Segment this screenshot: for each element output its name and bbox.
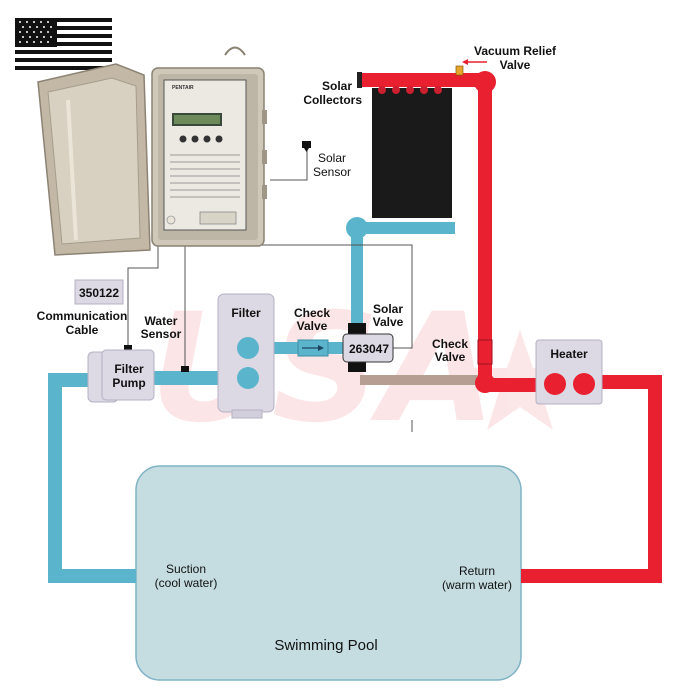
controller-brand: PENTAIR: [172, 85, 194, 91]
svg-text:Filter: Filter: [231, 306, 261, 320]
suction-pipe: [48, 373, 136, 583]
svg-text:Sensor: Sensor: [141, 327, 182, 341]
solar-sensor: Solar Sensor: [270, 141, 351, 181]
us-flag-icon: [15, 18, 112, 70]
solar-controller-enclosure-icon: PENTAIR: [37, 46, 267, 256]
pool-label: Swimming Pool: [274, 637, 377, 654]
svg-text:Sensor: Sensor: [313, 165, 351, 179]
svg-text:Filter: Filter: [114, 362, 144, 376]
svg-text:USA: USA: [150, 282, 496, 456]
solar-valve: 263047 Solar Valve: [342, 302, 404, 372]
check-valve-right: Check Valve: [432, 337, 493, 365]
svg-text:Valve: Valve: [435, 350, 466, 364]
check-valve-left: Check Valve: [294, 306, 330, 357]
svg-text:Check: Check: [432, 337, 468, 351]
svg-text:Valve: Valve: [373, 315, 404, 329]
svg-text:Solar: Solar: [373, 302, 403, 316]
svg-text:(warm water): (warm water): [442, 578, 512, 592]
return-label: Return (warm water): [442, 564, 512, 592]
svg-text:(cool water): (cool water): [155, 576, 218, 590]
part-number-350122: 350122: [74, 279, 124, 305]
solar-collectors: [372, 86, 452, 222]
svg-text:263047: 263047: [349, 342, 389, 356]
solar-collectors-label: Solar Collectors: [303, 79, 362, 107]
svg-text:Heater: Heater: [550, 347, 588, 361]
filter-pump: Filter Pump: [87, 349, 155, 403]
svg-text:Check: Check: [294, 306, 330, 320]
svg-text:Water: Water: [145, 314, 178, 328]
svg-text:Vacuum Relief: Vacuum Relief: [474, 44, 557, 58]
svg-text:Cable: Cable: [66, 323, 99, 337]
svg-text:Valve: Valve: [500, 58, 531, 72]
svg-text:Communication: Communication: [37, 309, 128, 323]
svg-text:350122: 350122: [79, 286, 119, 300]
svg-text:Solar: Solar: [318, 151, 346, 165]
svg-text:Return: Return: [459, 564, 495, 578]
filter-tank: Filter: [217, 293, 275, 419]
svg-text:Valve: Valve: [297, 319, 328, 333]
hot-pipes: [358, 73, 662, 583]
svg-text:Pump: Pump: [112, 376, 145, 390]
water-sensor-label: Water Sensor: [141, 314, 182, 341]
vacuum-relief-valve-label: Vacuum Relief Valve: [474, 44, 557, 72]
suction-label: Suction (cool water): [155, 562, 218, 590]
svg-text:Collectors: Collectors: [303, 93, 362, 107]
svg-text:Solar: Solar: [322, 79, 352, 93]
vacuum-relief-valve-icon: [455, 59, 487, 76]
svg-text:Suction: Suction: [166, 562, 206, 576]
communication-cable-label: Communication Cable: [37, 309, 128, 337]
heater: Heater: [535, 339, 603, 405]
